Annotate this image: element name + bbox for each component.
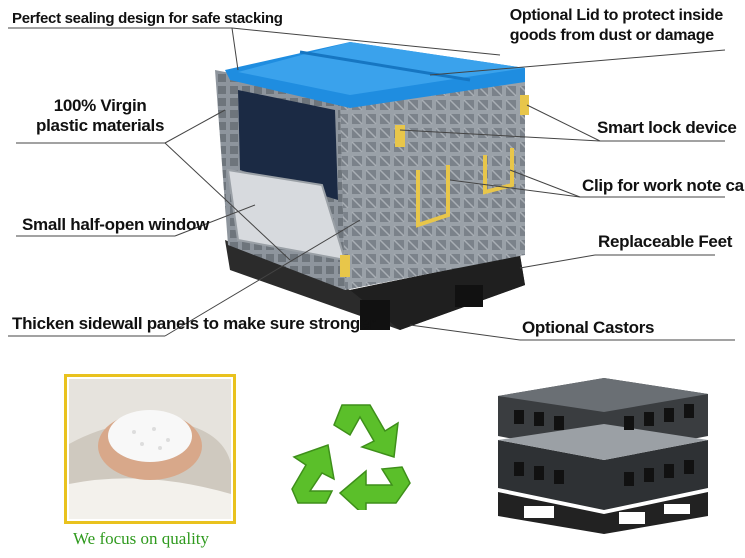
pallet-box-illustration	[8, 27, 735, 341]
right-side-wall	[340, 75, 525, 290]
callout-virgin-line1: 100% Virgin	[53, 96, 147, 115]
callout-virgin: 100% Virgin plastic materials	[36, 96, 164, 136]
callout-clip: Clip for work note card	[582, 176, 745, 195]
note-card-clip	[416, 148, 514, 228]
callout-thicken: Thicken sidewall panels to make sure str…	[12, 314, 376, 333]
plastic-pellets-photo	[64, 374, 236, 524]
quality-caption: We focus on quality	[73, 529, 210, 548]
callout-virgin-line2: plastic materials	[36, 116, 165, 135]
smart-lock	[395, 125, 405, 147]
recycle-icon	[291, 404, 411, 510]
callout-feet: Replaceable Feet	[598, 232, 733, 251]
callout-sealing: Perfect sealing design for safe stacking	[12, 10, 283, 27]
callout-lid-line1: Optional Lid to protect inside	[509, 7, 724, 24]
pellets	[108, 410, 192, 462]
stacked-crates-photo	[494, 376, 712, 536]
callout-lines	[8, 27, 735, 341]
callout-castors: Optional Castors	[522, 318, 655, 337]
callout-window: Small half-open window	[22, 215, 210, 234]
callout-lid: Optional Lid to protect inside goods fro…	[509, 6, 724, 46]
callout-lid-line2: goods from dust or damage	[509, 27, 714, 44]
callout-smart-lock: Smart lock device	[597, 118, 737, 137]
